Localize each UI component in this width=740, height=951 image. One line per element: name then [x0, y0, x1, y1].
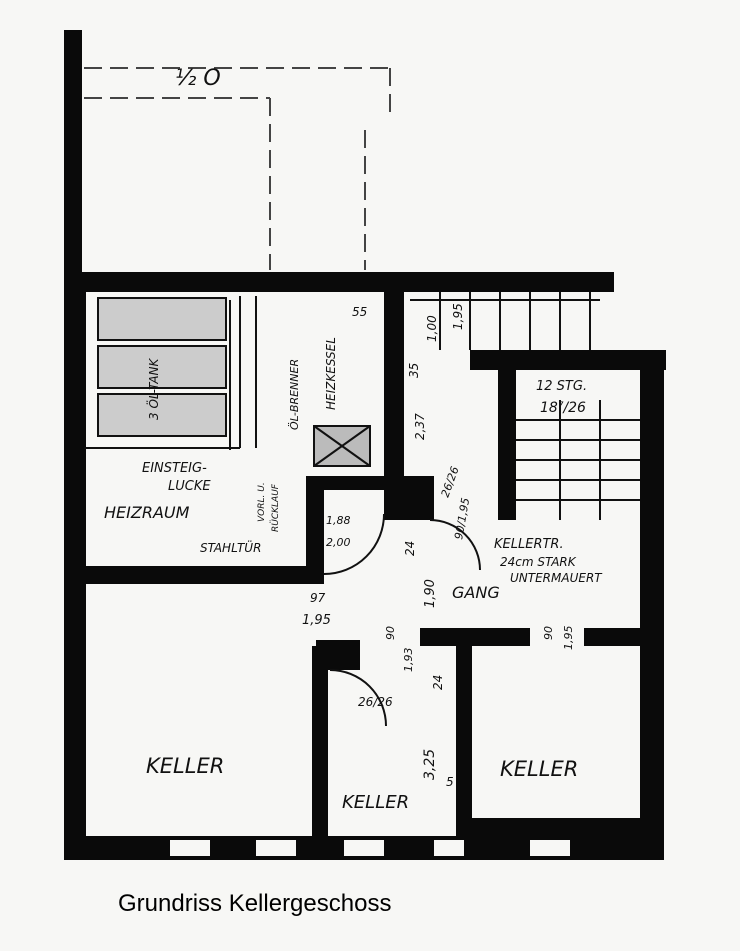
dim-5: 5	[446, 775, 454, 789]
dim-35: 35	[407, 363, 421, 378]
room-label-gang: GANG	[452, 583, 500, 602]
room-label-kellertr: KELLERTR.	[494, 537, 564, 552]
room-labels: HEIZRAUM GANG KELLER KELLER KELLER KELLE…	[104, 503, 578, 813]
dim-237: 2,37	[413, 413, 427, 440]
room-label-heizraum: HEIZRAUM	[104, 503, 190, 522]
dim-26-26-top: 26/26	[439, 465, 462, 499]
stairs-steps: 12 STG.	[536, 379, 587, 394]
dim-188: 1,88	[326, 514, 351, 527]
dim-97: 97	[310, 591, 326, 605]
dim-90-b: 90	[542, 626, 555, 640]
window-openings	[170, 840, 570, 856]
dim-26-26: 26/26	[358, 695, 393, 709]
upper-sketch	[84, 67, 391, 270]
room-label-keller-right: KELLER	[500, 757, 578, 781]
upper-mark: ½ O	[175, 66, 221, 91]
dim-195-right: 1,95	[562, 626, 575, 651]
room-label-keller-mid: KELLER	[342, 792, 409, 813]
room-label-keller-left: KELLER	[146, 754, 224, 778]
dim-193: 1,93	[402, 648, 415, 673]
brenner-label: ÖL-BRENNER	[288, 359, 301, 430]
dimensions: 55 1,00 1,95 35 2,37 26/26 90/1,95 1,88 …	[302, 303, 575, 789]
kellertr-wall-line2: UNTERMAUERT	[510, 571, 603, 585]
dim-90-a: 90	[384, 626, 397, 640]
dim-24-a: 24	[403, 541, 417, 556]
oltank-label: 3 ÖL-TANK	[145, 357, 161, 420]
dim-55: 55	[352, 305, 367, 319]
dim-90-195: 90/1,95	[452, 497, 472, 541]
einsteig-line1: EINSTEIG-	[142, 461, 207, 476]
walls	[64, 30, 666, 860]
kellertr-wall-line1: 24cm STARK	[500, 555, 577, 569]
dim-195-mid: 1,95	[302, 613, 331, 628]
thin-walls	[84, 292, 640, 727]
dim-200: 2,00	[326, 536, 351, 549]
dim-24-b: 24	[431, 675, 445, 690]
dim-190: 1,90	[423, 579, 438, 608]
annotations: EINSTEIG- LUCKE STAHLTÜR HEIZKESSEL ÖL-B…	[142, 337, 603, 585]
rucklauf-label: RÜCKLAUF	[270, 483, 281, 532]
vorlauf-label: VORL. U.	[257, 482, 267, 522]
dim-100: 1,00	[425, 315, 439, 342]
dim-325: 3,25	[422, 749, 438, 780]
dim-195-top: 1,95	[451, 303, 465, 330]
einsteig-line2: LUCKE	[168, 479, 211, 494]
stahltur-label: STAHLTÜR	[200, 539, 261, 555]
heizkessel-label: HEIZKESSEL	[324, 337, 338, 410]
stairs-ratio: 18⁷/26	[540, 400, 586, 416]
plan-caption: Grundriss Kellergeschoss	[118, 890, 392, 917]
